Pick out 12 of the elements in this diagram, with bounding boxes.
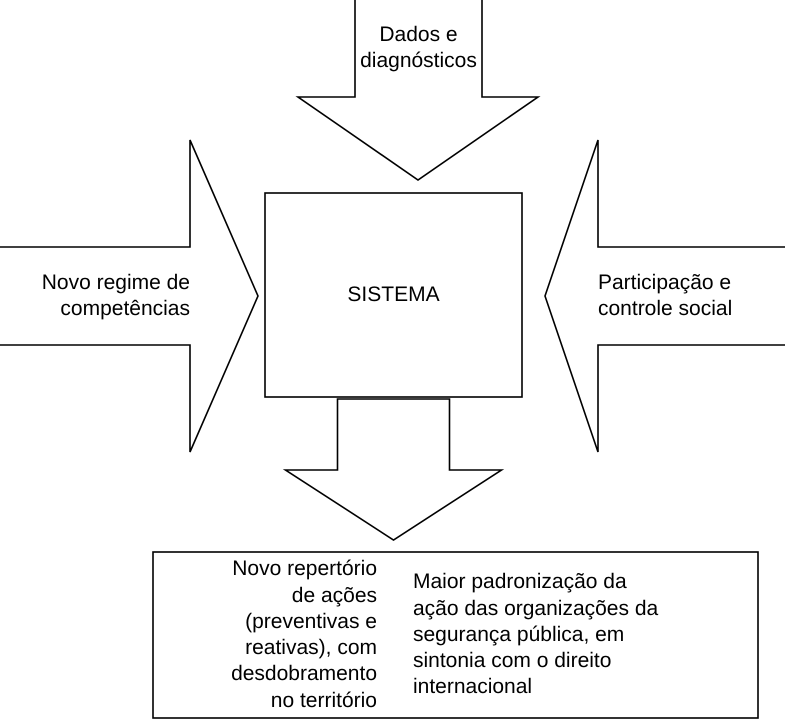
right-block-arrow [0, 140, 258, 452]
block-arrow [282, 398, 504, 541]
left-block-arrow [545, 140, 785, 452]
node-text: SISTEMA [347, 282, 440, 308]
node-text: Maior padronização da ação das organizações da segurança pública, em sintonia com o direito internacional [413, 569, 660, 700]
node-text: Novo repertório de ações (preventivas e reativas), com desdobramento no território [230, 556, 377, 714]
node-text: Participação e controle social [598, 270, 734, 322]
node-text: Novo regime de competências [40, 270, 190, 322]
system-box [265, 193, 522, 397]
output-box [153, 552, 758, 718]
node-text: Dados e diagnósticos [359, 22, 478, 74]
down-block-arrow [298, 0, 538, 180]
